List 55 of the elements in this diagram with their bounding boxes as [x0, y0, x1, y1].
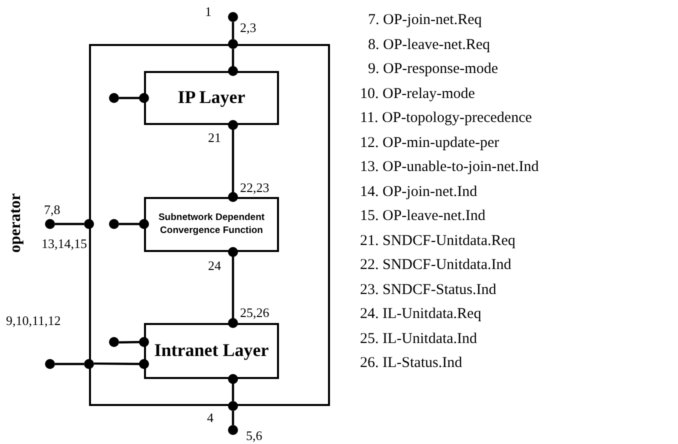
outer-frame	[89, 44, 330, 406]
signal-list-item: 14. OP-join-net.Ind	[360, 182, 478, 200]
terminal-dot	[45, 219, 55, 229]
connector-line	[55, 362, 84, 366]
terminal-dot	[84, 219, 94, 229]
signal-list-item: 26. IL-Status.Ind	[360, 354, 462, 372]
signal-number: 25,26	[240, 305, 270, 320]
signal-list-item: 11. OP-topology-precedence	[360, 109, 532, 127]
signal-list-item: 22. SNDCF-Unitdata.Ind	[360, 256, 512, 274]
signal-number: 7,8	[44, 202, 60, 217]
connector-line	[228, 120, 238, 202]
signal-list-item: 8. OP-leave-net.Req	[368, 36, 490, 54]
connector-line	[228, 247, 238, 328]
side-label: operator	[6, 193, 25, 253]
signal-list-item: 7. OP-join-net.Req	[368, 11, 482, 29]
signal-list-item: 10. OP-relay-mode	[360, 84, 475, 102]
signal-list-item: 21. SNDCF-Unitdata.Req	[360, 232, 516, 250]
terminal-dot	[109, 219, 119, 229]
signal-list-item: 24. IL-Unitdata.Req	[360, 305, 482, 323]
signal-number: 2,3	[240, 20, 256, 35]
terminal-dot	[228, 425, 238, 435]
layer-name: Subnetwork Dependent Convergence Function	[157, 212, 266, 238]
terminal-dot	[109, 337, 119, 347]
terminal-dot	[109, 93, 119, 103]
layer-box	[144, 323, 279, 379]
layer-name: Intranet Layer	[153, 341, 270, 361]
connector-line	[94, 359, 149, 369]
signal-number: 24	[208, 258, 221, 273]
connector-line	[232, 22, 234, 39]
signal-number: 22,23	[240, 180, 270, 195]
connector-line	[232, 411, 234, 425]
signal-list-item: 23. SNDCF-Status.Ind	[360, 280, 496, 298]
signal-number: 1	[205, 4, 212, 19]
terminal-dot	[228, 401, 238, 411]
signal-list-item: 9. OP-response-mode	[368, 60, 498, 78]
signal-number: 13,14,15	[40, 236, 87, 251]
connector-line	[118, 337, 149, 347]
terminal-dot	[45, 359, 55, 369]
connector-line	[228, 374, 238, 401]
signal-list-item: 15. OP-leave-net.Ind	[360, 207, 486, 225]
connector-line	[119, 219, 149, 229]
signal-list-item: 13. OP-unable-to-join-net.Ind	[360, 158, 539, 176]
signal-number: 21	[208, 130, 221, 145]
layer-name: IP Layer	[176, 88, 246, 108]
signal-list-item: 25. IL-Unitdata.Ind	[360, 330, 478, 348]
signal-number: 5,6	[246, 428, 262, 443]
signal-number: 9,10,11,12	[6, 313, 61, 328]
signal-list-item: 12. OP-min-update-per	[360, 134, 500, 152]
connector-line	[55, 222, 84, 226]
signal-number: 4	[207, 410, 214, 425]
terminal-dot	[228, 39, 238, 49]
terminal-dot	[228, 12, 238, 22]
connector-line	[228, 49, 238, 76]
terminal-dot	[84, 359, 94, 369]
connector-line	[119, 93, 149, 103]
